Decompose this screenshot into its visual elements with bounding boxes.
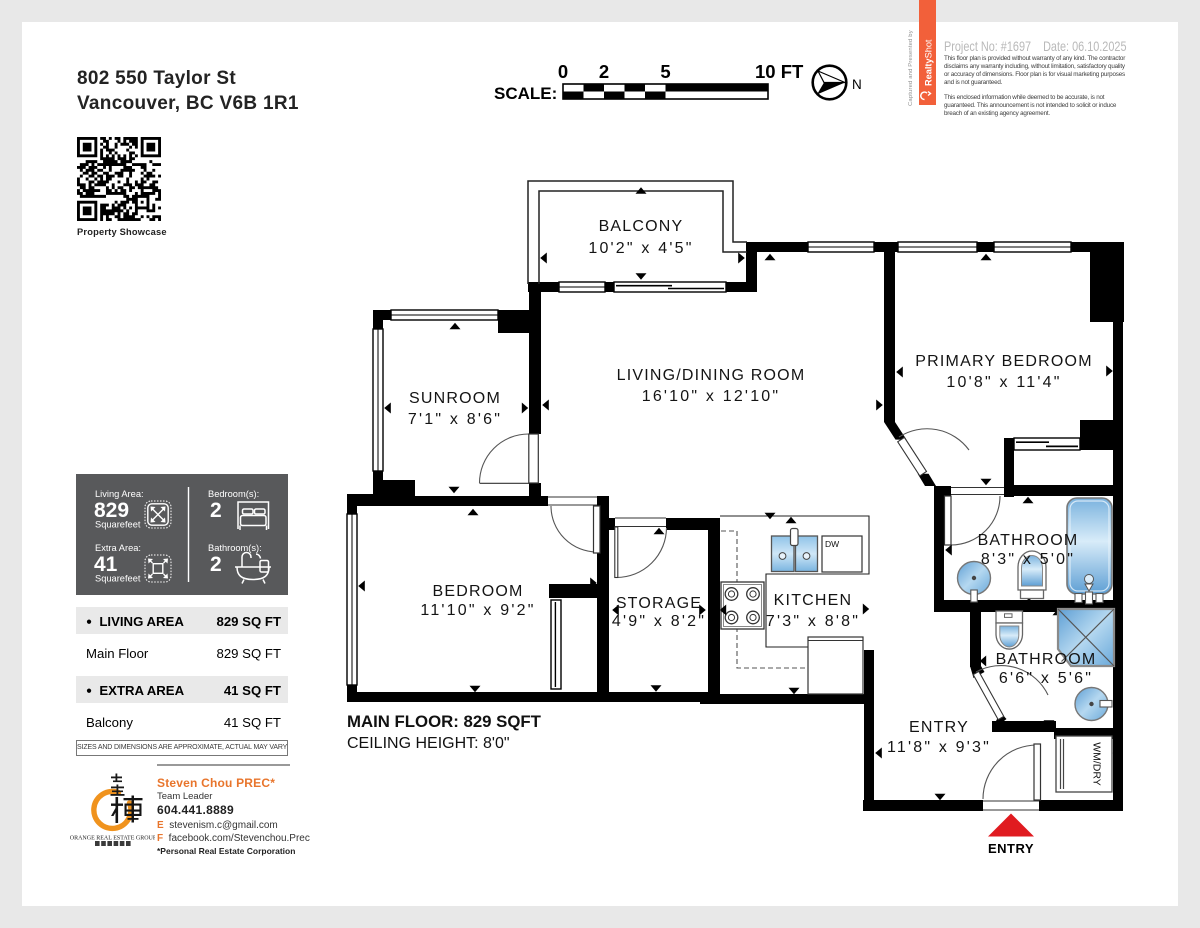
- svg-text:0: 0: [558, 61, 568, 82]
- svg-text:Squarefeet: Squarefeet: [95, 574, 141, 584]
- svg-text:SUNROOM: SUNROOM: [409, 390, 501, 407]
- svg-text:PRIMARY BEDROOM: PRIMARY BEDROOM: [915, 353, 1092, 370]
- svg-text:10 FT: 10 FT: [755, 61, 804, 82]
- svg-text:WM/DRY: WM/DRY: [1091, 742, 1103, 786]
- svg-text:DW: DW: [825, 539, 839, 549]
- svg-text:LIVING/DINING ROOM: LIVING/DINING ROOM: [617, 367, 806, 384]
- svg-text:7'1" x 8'6": 7'1" x 8'6": [408, 411, 502, 428]
- svg-text:16'10" x 12'10": 16'10" x 12'10": [642, 388, 781, 405]
- svg-text:N: N: [852, 77, 862, 92]
- svg-text:Bedroom(s):: Bedroom(s):: [208, 489, 259, 499]
- svg-text:STORAGE: STORAGE: [616, 595, 702, 612]
- svg-text:BALCONY: BALCONY: [599, 218, 684, 235]
- svg-text:6'6" x 5'6": 6'6" x 5'6": [999, 670, 1093, 687]
- svg-text:2: 2: [210, 553, 222, 576]
- svg-text:Bathroom(s):: Bathroom(s):: [208, 543, 262, 553]
- svg-text:41: 41: [94, 553, 118, 576]
- svg-text:ENTRY: ENTRY: [988, 841, 1034, 856]
- svg-text:2: 2: [210, 499, 222, 522]
- svg-text:Squarefeet: Squarefeet: [95, 520, 141, 530]
- svg-text:BATHROOM: BATHROOM: [978, 532, 1079, 549]
- svg-text:4'9" x 8'2": 4'9" x 8'2": [612, 613, 706, 630]
- svg-text:KITCHEN: KITCHEN: [774, 592, 853, 609]
- svg-text:BATHROOM: BATHROOM: [996, 651, 1097, 668]
- svg-text:8'3" x 5'0": 8'3" x 5'0": [981, 551, 1075, 568]
- svg-text:ENTRY: ENTRY: [909, 719, 969, 736]
- svg-text:10'8" x 11'4": 10'8" x 11'4": [946, 374, 1061, 391]
- svg-text:BEDROOM: BEDROOM: [432, 583, 523, 600]
- svg-text:MAIN FLOOR: 829 SQFT: MAIN FLOOR: 829 SQFT: [347, 712, 542, 731]
- svg-text:CEILING HEIGHT: 8'0": CEILING HEIGHT: 8'0": [347, 735, 510, 752]
- svg-text:Living Area:: Living Area:: [95, 489, 144, 499]
- svg-text:Extra Area:: Extra Area:: [95, 543, 141, 553]
- svg-text:ORANGE REAL ESTATE GROUP: ORANGE REAL ESTATE GROUP: [70, 836, 155, 842]
- svg-text:2: 2: [599, 61, 609, 82]
- svg-text:829: 829: [94, 499, 129, 522]
- svg-text:10'2" x 4'5": 10'2" x 4'5": [588, 240, 693, 257]
- svg-text:5: 5: [660, 61, 670, 82]
- svg-text:RealtyShot: RealtyShot: [924, 39, 934, 86]
- svg-text:11'10" x 9'2": 11'10" x 9'2": [420, 602, 535, 619]
- svg-text:11'8" x 9'3": 11'8" x 9'3": [887, 739, 991, 756]
- svg-text:7'3" x 8'8": 7'3" x 8'8": [766, 613, 860, 630]
